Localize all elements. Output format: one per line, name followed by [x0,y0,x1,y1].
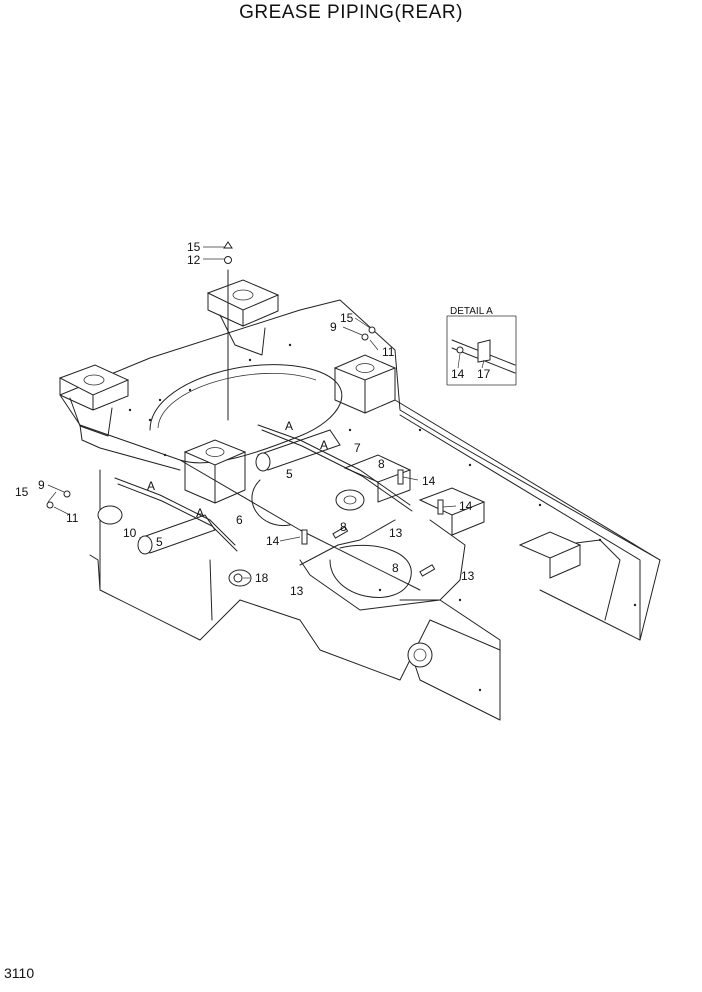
detail-a-callout: 14 [451,367,465,381]
grease-hoses [114,269,466,621]
mounting-pad-center [183,439,247,504]
callout-label: 13 [290,584,304,598]
callout-label: 11 [66,511,79,525]
detail-a-callout: 17 [477,367,491,381]
callout-label: A [320,438,328,452]
leader-lines [47,246,457,579]
callout-label: 15 [340,311,354,325]
boom-cylinder-upper [255,429,341,472]
callout-label: 13 [389,526,403,540]
mounting-pad-front-left [58,364,130,437]
callout-label: 15 [15,485,29,499]
callout-label: 18 [255,571,269,585]
callout-label: 11 [382,345,395,359]
callout-label: 15 [187,240,201,254]
callout-label: 9 [330,320,337,334]
callout-label: 7 [354,441,361,455]
callout-label: A [285,419,293,433]
callout-label: 14 [459,499,473,513]
mounting-pad-front-right [206,279,280,356]
frame-outline [59,299,661,721]
callout-label: 6 [236,513,243,527]
callout-label: 8 [340,520,347,534]
callout-label: 10 [123,526,137,540]
boom-cylinder-lower [137,514,216,555]
page-number: 3110 [4,965,35,981]
callout-label: 13 [461,569,475,583]
callout-label: 8 [392,561,399,575]
boom-pin-rear [335,489,365,511]
callout-label: 12 [187,253,201,267]
page-title: GREASE PIPING(REAR) [239,2,463,23]
callout-label: 5 [286,467,293,481]
mounting-pad-rear-blocks [343,454,582,579]
callout-label: 8 [378,457,385,471]
boom-pin-front [97,505,252,587]
callout-label: A [147,479,155,493]
callout-label: 9 [38,478,45,492]
callout-labels: 15 12 15 9 11 A A 7 5 8 14 14 9 15 11 A … [15,240,493,598]
callout-label: 5 [156,535,163,549]
callout-label: 14 [422,474,436,488]
callout-label: 14 [266,534,280,548]
detail-a-title: DETAIL A [450,306,493,317]
frame-holes [128,343,637,692]
mounting-pad-rear-right [333,354,397,414]
callout-label: A [196,506,204,520]
detail-a-box [446,315,517,386]
